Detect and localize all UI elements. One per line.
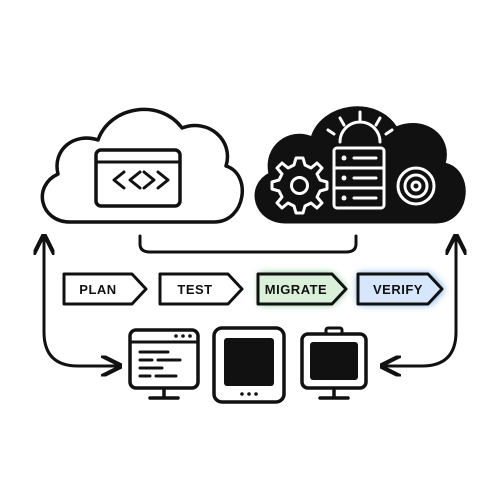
step-test-label: TEST (177, 282, 212, 297)
target-icon (396, 166, 436, 206)
tablet-icon (212, 326, 286, 404)
step-plan-label: PLAN (79, 282, 116, 297)
server-rack-icon (332, 146, 386, 210)
gear-icon (270, 156, 329, 215)
step-plan: PLAN (62, 272, 148, 306)
code-window-icon (94, 148, 182, 208)
monitor-icon (300, 326, 368, 400)
step-migrate-label: MIGRATE (265, 282, 327, 297)
left-flow-arrow (44, 238, 118, 366)
source-cloud (40, 107, 244, 224)
target-cloud (254, 106, 466, 224)
step-verify: VERIFY (356, 272, 444, 306)
right-flow-arrow (384, 238, 456, 366)
desktop-monitor-icon (128, 328, 200, 400)
step-verify-label: VERIFY (373, 282, 423, 297)
step-test: TEST (158, 272, 244, 306)
sun-icon (326, 110, 394, 144)
step-migrate: MIGRATE (256, 272, 348, 306)
cloud-connector-bracket (138, 234, 358, 254)
